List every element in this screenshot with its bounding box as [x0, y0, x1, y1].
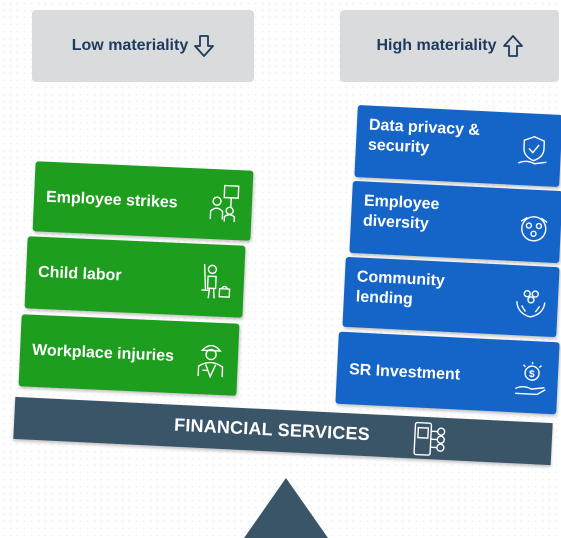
- high-item-label: Community lending: [355, 267, 467, 312]
- community-hands-icon: [513, 285, 549, 327]
- svg-text:$: $: [529, 369, 536, 380]
- shield-hand-icon: [516, 133, 552, 177]
- high-item-label: SR Investment: [349, 361, 461, 383]
- high-materiality-header: High materiality: [340, 10, 559, 82]
- high-item-label: Data privacy & security: [367, 116, 499, 162]
- fulcrum-triangle: [244, 478, 328, 538]
- low-materiality-label: Low materiality: [72, 37, 188, 55]
- beam-label: FINANCIAL SERVICES: [174, 415, 371, 446]
- low-materiality-header: Low materiality: [32, 10, 254, 82]
- high-item-sr-investment: SR Investment $: [335, 332, 559, 415]
- child-labor-icon: [199, 260, 235, 307]
- mobile-banking-icon: [408, 418, 450, 465]
- high-item-label: Employee diversity: [362, 191, 464, 236]
- high-item-employee-diversity: Employee diversity: [349, 181, 561, 263]
- strikers-icon: [207, 183, 243, 230]
- low-item-employee-strikes: Employee strikes: [33, 161, 254, 240]
- low-item-label: Workplace injuries: [32, 342, 175, 365]
- arrow-down-icon: [194, 34, 214, 58]
- low-item-workplace-injuries: Workplace injuries: [19, 314, 240, 395]
- high-item-community-lending: Community lending: [342, 257, 559, 337]
- high-item-data-privacy: Data privacy & security: [354, 105, 561, 187]
- money-hand-icon: $: [513, 360, 549, 404]
- arrow-up-icon: [503, 34, 523, 58]
- low-item-label: Child labor: [38, 264, 122, 285]
- low-item-child-labor: Child labor: [25, 236, 246, 317]
- injured-worker-icon: [193, 338, 229, 385]
- high-materiality-label: High materiality: [376, 37, 496, 55]
- low-item-label: Employee strikes: [46, 189, 178, 212]
- diverse-people-icon: [516, 211, 552, 253]
